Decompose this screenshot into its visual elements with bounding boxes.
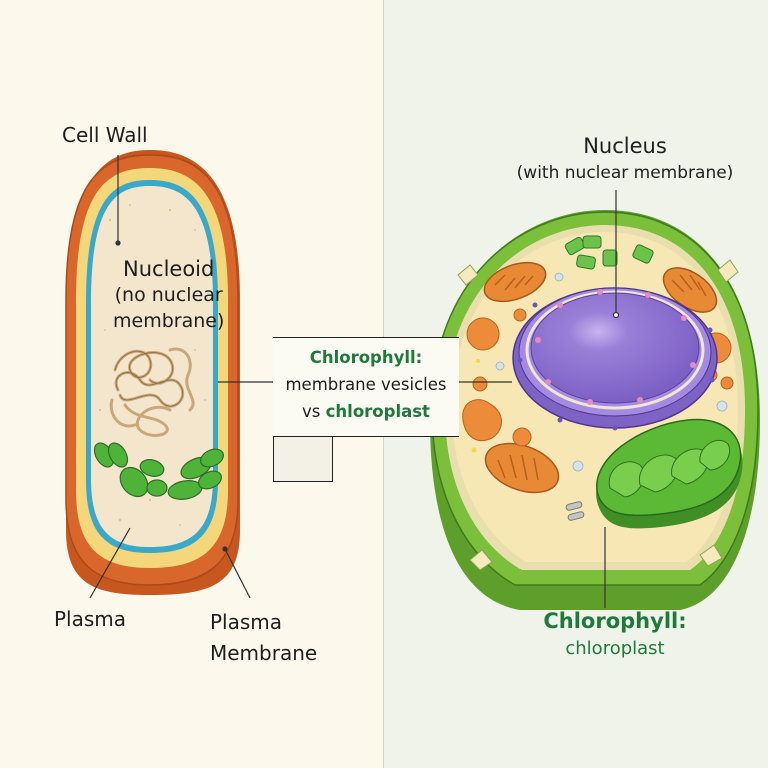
small-chloroplast-stacks: [564, 235, 654, 270]
plasma-label: Plasma: [54, 607, 127, 631]
plasma-membrane-label: Plasma Membrane: [210, 607, 317, 669]
nucleus-title: Nucleus: [583, 134, 667, 158]
leader-lines-left: [89, 155, 281, 599]
nucleoid-dna-outline: [114, 350, 183, 407]
callout-line2: membrane vesicles: [285, 375, 447, 394]
mitochondria: [483, 261, 718, 494]
leader-lines-right: [459, 190, 620, 608]
mitochondria-cristae: [494, 274, 707, 481]
chloroplast-title: Chlorophyll:: [543, 609, 687, 633]
prokaryotic-cell: [65, 150, 281, 599]
chloroplast: [596, 418, 743, 529]
chloroplast-label: Chlorophyll: chloroplast: [520, 607, 710, 663]
nucleoid-sub-line1: (no nuclear: [114, 284, 223, 306]
callout-line3: vs chloroplast: [273, 398, 459, 425]
nucleoid-title: Nucleoid: [123, 257, 215, 281]
nucleoid-label: Nucleoid (no nuclear membrane): [113, 256, 224, 334]
nucleus: [512, 287, 718, 431]
vacuole-blob: [462, 399, 502, 442]
ribosome-rods: [565, 501, 585, 521]
cytoplasm-speckles: [98, 204, 206, 526]
plasma-membrane-line1: Plasma: [210, 610, 283, 634]
chloroplast-sub: chloroplast: [565, 638, 665, 659]
wall-junctions: [457, 259, 739, 571]
nucleoid-sub-line2: membrane): [113, 310, 225, 332]
small-vesicles: [495, 272, 728, 472]
nucleus-label: Nucleus (with nuclear membrane): [500, 132, 750, 186]
callout-stub: [273, 435, 333, 482]
plant-cell: [430, 190, 760, 610]
callout-line3-highlight: chloroplast: [325, 402, 430, 421]
membrane-vesicles: [93, 442, 224, 500]
chlorophyll-callout: Chlorophyll: membrane vesicles vs chloro…: [273, 337, 459, 437]
plasma-membrane-line2: Membrane: [210, 641, 318, 665]
cell-wall-label: Cell Wall: [62, 123, 148, 147]
nucleus-sub: (with nuclear membrane): [516, 163, 734, 183]
callout-title: Chlorophyll:: [309, 348, 423, 367]
callout-line3-prefix: vs: [302, 402, 326, 421]
